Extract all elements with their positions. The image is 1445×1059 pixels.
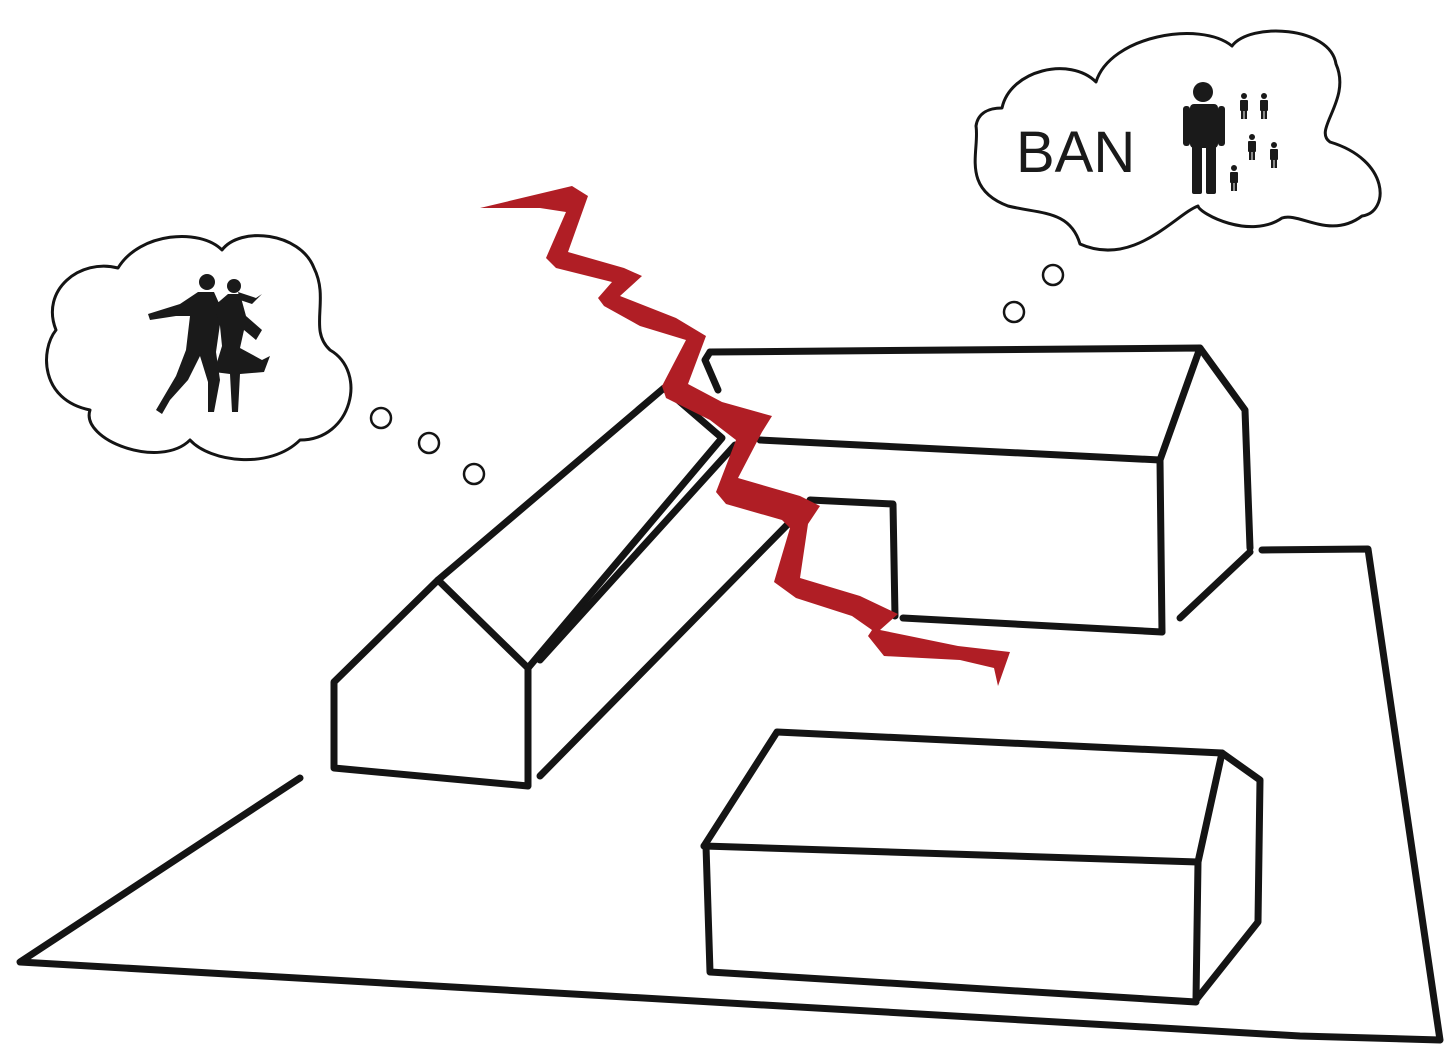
thought-dot-1: [371, 408, 391, 428]
thought-dot-2: [419, 433, 439, 453]
dancing-couple-icon: [148, 274, 270, 414]
building-left: [334, 388, 790, 786]
thought-dot-3: [464, 464, 484, 484]
people-icon: [1183, 82, 1278, 194]
thought-dot-5: [1043, 265, 1063, 285]
thought-dot-4: [1004, 302, 1024, 322]
crack-lightning: [480, 186, 1010, 686]
building-bottom-right: [704, 732, 1260, 1002]
ban-label: BAN: [1016, 120, 1135, 185]
